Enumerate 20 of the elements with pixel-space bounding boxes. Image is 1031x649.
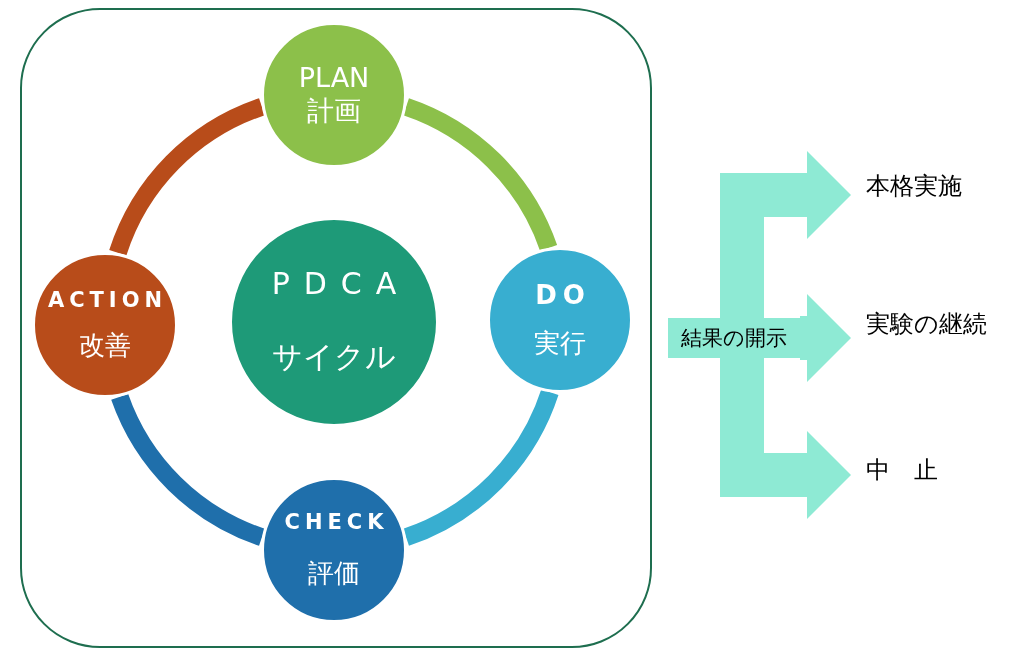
phase-label: 実行 bbox=[534, 326, 586, 360]
heading-label: PDCA bbox=[271, 266, 411, 301]
outcome-label: 中 止 bbox=[866, 450, 1016, 490]
phase-label: 評価 bbox=[308, 556, 360, 590]
branch-arrow bbox=[800, 294, 851, 382]
heading-label: CHECK bbox=[284, 509, 389, 534]
cycle-arc bbox=[111, 393, 266, 546]
heading-label: PLAN bbox=[298, 61, 370, 93]
outcome-label: 実験の継続 bbox=[866, 304, 1031, 344]
cycle-arc bbox=[402, 98, 557, 252]
heading-label: DO bbox=[535, 279, 591, 310]
phase-label: 計画 bbox=[307, 93, 361, 128]
phase-label: サイクル bbox=[272, 338, 396, 376]
outcome-label: 本格実施 bbox=[866, 166, 1016, 206]
cycle-arc bbox=[402, 388, 559, 546]
rounded-frame bbox=[20, 8, 652, 648]
cycle-arc bbox=[109, 98, 266, 257]
result-band: 結果の開示 bbox=[668, 318, 800, 358]
phase-label: 改善 bbox=[79, 328, 131, 362]
heading-label: ACTION bbox=[47, 287, 168, 312]
